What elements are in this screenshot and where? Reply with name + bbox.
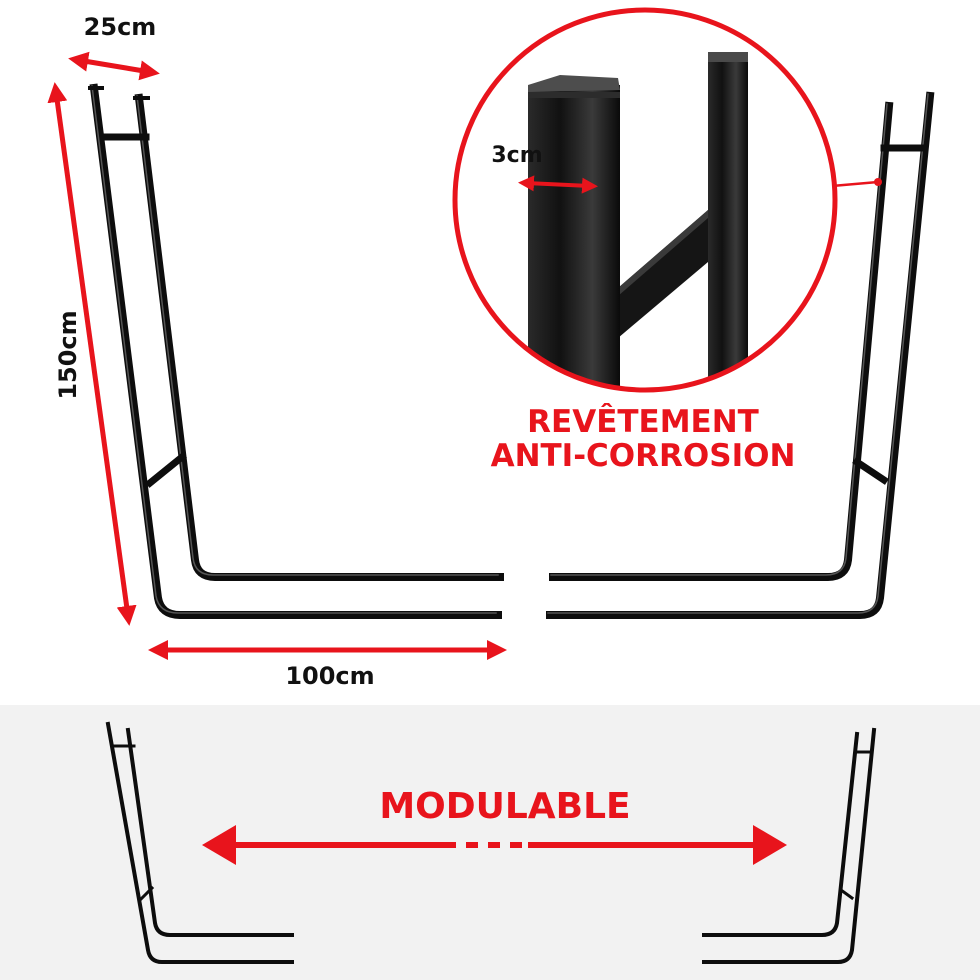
- left-rack-frame: [88, 83, 504, 619]
- tube-width-arrow: [518, 175, 598, 194]
- depth-arrow: [68, 51, 160, 81]
- bottom-left-rack: [105, 721, 294, 964]
- right-rack-frame: [546, 91, 935, 619]
- coating-label-line1: REVÊTEMENT: [527, 404, 759, 440]
- zoom-callout: 3cm: [452, 7, 882, 393]
- callout-anchor-dot: [874, 178, 882, 186]
- modular-arrow: [202, 825, 787, 865]
- tube-width-label: 3cm: [491, 143, 542, 168]
- coating-label-line2: ANTI-CORROSION: [491, 438, 796, 474]
- height-arrow: [47, 82, 137, 626]
- bottom-right-rack: [702, 727, 877, 964]
- callout-leader-line: [831, 180, 879, 188]
- zoom-circle-border: [452, 7, 838, 393]
- modular-label: MODULABLE: [379, 786, 630, 827]
- dimension-arrows: [47, 51, 507, 660]
- width-label: 100cm: [285, 662, 374, 690]
- zoom-detail-image: [455, 10, 835, 390]
- depth-label: 25cm: [84, 13, 157, 41]
- height-label: 150cm: [54, 310, 82, 399]
